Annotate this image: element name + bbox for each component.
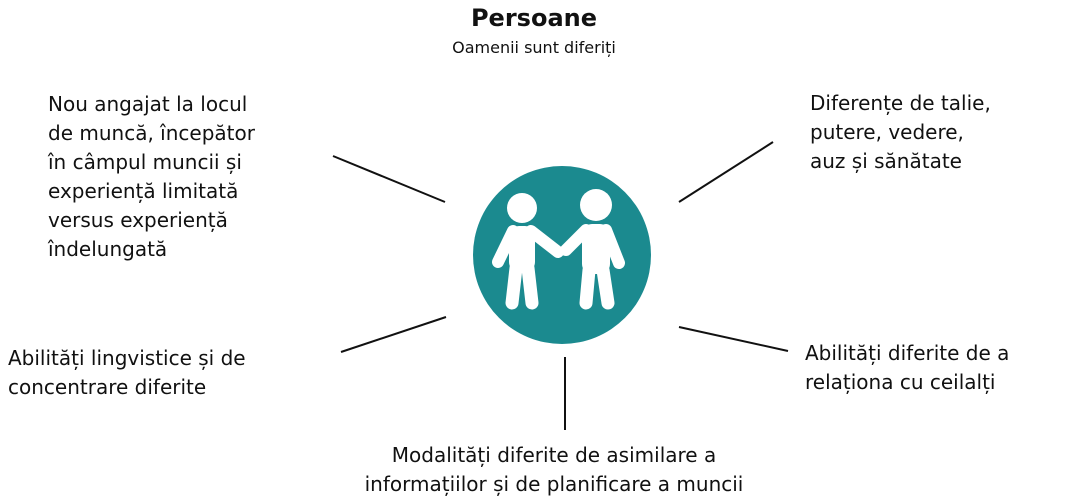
diagram-subtitle: Oamenii sunt diferiți [452,38,616,57]
label-language-abilities: Abilități lingvistice și de concentrare … [8,346,246,399]
connector-top-left [332,155,446,203]
person-right-figure [560,189,625,310]
connector-middle-left [340,316,447,353]
connector-middle-right [678,326,789,352]
connector-top-right [678,141,774,203]
label-relational-abilities: Abilități diferite de a relaționa cu cei… [805,341,1010,394]
label-information-planning: Modalități diferite de asimilare a infor… [364,443,744,496]
label-work-experience: Nou angajat la locul de muncă, începător… [48,92,255,261]
two-people-icon [473,166,651,344]
label-physical-differences: Diferențe de talie, putere, vedere, auz … [810,91,991,173]
diagram-title: Persoane [470,4,598,32]
person-left-figure [492,193,564,310]
